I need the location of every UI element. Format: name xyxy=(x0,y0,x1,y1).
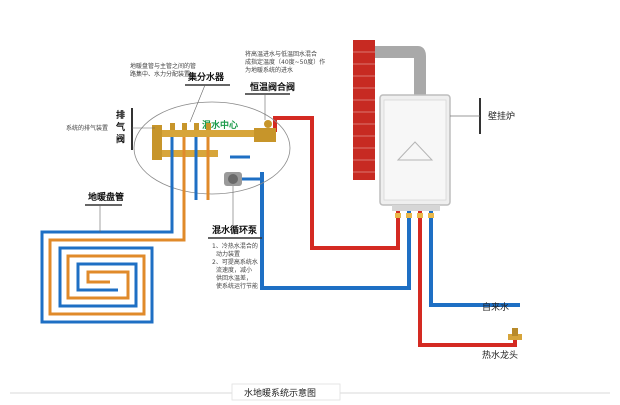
manifold xyxy=(152,120,276,160)
tap-water-pipe xyxy=(429,228,520,307)
floor-heating-coil xyxy=(40,200,186,324)
caption-box xyxy=(231,383,341,401)
cold-water-label: 自来水 xyxy=(482,301,509,313)
pump-note-line1: 1、冷热水混合的 xyxy=(212,242,258,250)
distributor-label: 集分水器 xyxy=(187,71,225,83)
pump-note-line2: 动力装置 xyxy=(216,250,240,258)
circulation-pump xyxy=(224,172,262,186)
manifold-pipes xyxy=(170,137,250,200)
valve-note-line1: 将高温进水与低温回水混合 xyxy=(245,50,317,58)
floor-coil-label: 地暖盘管 xyxy=(88,191,124,203)
wall-boiler xyxy=(379,94,451,211)
valve-note-line2: 成指定温度（40度~50度）作 xyxy=(245,58,325,66)
valve-note-line3: 为地暖系统的进水 xyxy=(245,66,293,74)
mixing-center-ellipse xyxy=(133,101,291,195)
distributor-note-line2: 路集中、水力分配装置 xyxy=(130,70,190,78)
chimney-brick xyxy=(353,40,375,180)
hot-tap-faucet xyxy=(508,328,522,340)
vent-note: 系统的排气装置 xyxy=(66,124,108,132)
flue-duct xyxy=(375,46,426,95)
svg-text:气: 气 xyxy=(115,121,125,133)
pump-note-line4: 流速度，减小 xyxy=(216,266,252,274)
vent-label: 排 气 阀 xyxy=(115,109,125,145)
pump-note-line3: 2、可提高系统水 xyxy=(212,258,258,266)
diagram-caption: 水地暖系统示意图 xyxy=(244,387,316,399)
pump-note-line6: 使系统运行节能 xyxy=(216,282,258,290)
pump-label: 混水循环泵 xyxy=(212,224,258,236)
boiler-outlets xyxy=(395,211,434,228)
svg-text:阀: 阀 xyxy=(116,133,125,145)
svg-text:排: 排 xyxy=(116,109,125,121)
cold-return-pipe xyxy=(260,172,411,290)
mixing-center-label: 混水中心 xyxy=(202,119,238,131)
thermostatic-valve-label: 恒温阀合阀 xyxy=(250,81,295,93)
hot-tap-pipe xyxy=(418,228,517,347)
hot-tap-label: 热水龙头 xyxy=(482,349,518,361)
boiler-label: 壁挂炉 xyxy=(488,110,515,122)
pump-note-line5: 供回水温差， xyxy=(216,274,252,282)
distributor-note-line1: 地暖盘管与主管之间的管 xyxy=(130,62,196,70)
